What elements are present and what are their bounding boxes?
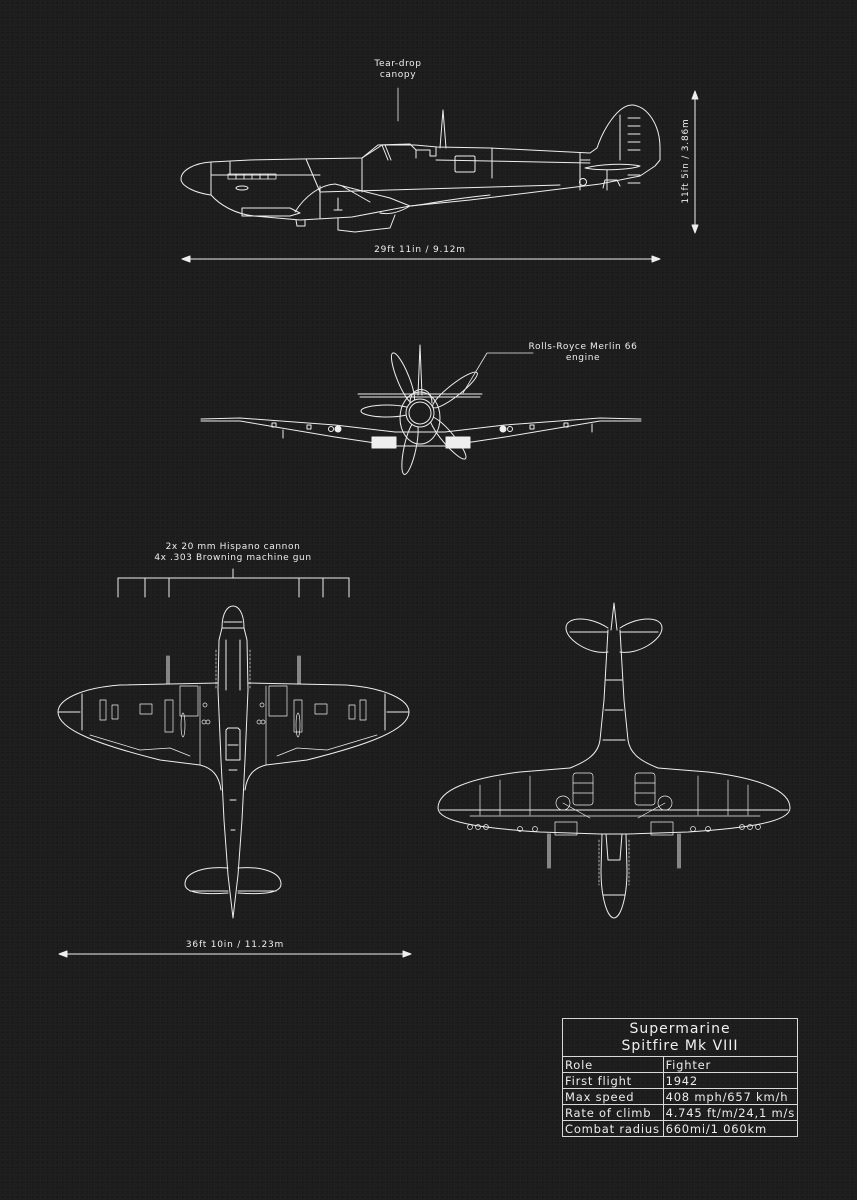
spec-table-title: Supermarine Spitfire Mk VIII (563, 1019, 797, 1057)
side-view-aircraft (181, 88, 660, 232)
spec-label: First flight (563, 1072, 664, 1089)
spec-label: Role (563, 1057, 664, 1073)
canopy-annotation-line1: Tear-drop (374, 59, 422, 69)
spec-value: 1942 (663, 1072, 797, 1089)
height-dimension-arrow (692, 91, 698, 233)
bottom-view-aircraft (438, 603, 790, 918)
canopy-annotation: Tear-drop canopy (358, 59, 438, 81)
engine-annotation: Rolls-Royce Merlin 66 engine (518, 342, 648, 364)
top-view-aircraft (58, 606, 409, 918)
aircraft-model: Spitfire Mk VIII (621, 1038, 739, 1054)
canopy-annotation-line2: canopy (379, 70, 417, 80)
armament-annotation-line2: 4x .303 Browning machine gun (154, 553, 312, 563)
engine-annotation-line2: engine (565, 353, 601, 363)
spec-rows: Role Fighter First flight 1942 Max speed… (563, 1057, 797, 1136)
armament-bracket (118, 569, 349, 597)
armament-annotation: 2x 20 mm Hispano cannon 4x .303 Browning… (133, 542, 333, 564)
spec-row-role: Role Fighter (563, 1057, 797, 1073)
spec-value: 4.745 ft/m/24,1 m/s (663, 1104, 797, 1121)
wingspan-dimension-label: 36ft 10in / 11.23m (185, 940, 285, 950)
spec-row-first-flight: First flight 1942 (563, 1072, 797, 1089)
spec-row-max-speed: Max speed 408 mph/657 km/h (563, 1088, 797, 1105)
length-dimension-arrow (182, 256, 660, 262)
spec-value: Fighter (665, 1057, 712, 1072)
height-dimension-label: 11ft 5in / 3.86m (681, 118, 691, 204)
engine-annotation-line1: Rolls-Royce Merlin 66 (528, 342, 638, 352)
spec-row-combat-radius: Combat radius 660mi/1 060km (563, 1120, 797, 1136)
spec-label: Max speed (563, 1088, 664, 1105)
wingspan-dimension-arrow (59, 951, 411, 957)
spec-value: 660mi/1 060km (663, 1120, 797, 1136)
aircraft-manufacturer: Supermarine (629, 1021, 731, 1037)
armament-annotation-line1: 2x 20 mm Hispano cannon (165, 542, 301, 552)
length-dimension-label: 29ft 11in / 9.12m (374, 245, 466, 255)
spec-value: 408 mph/657 km/h (663, 1088, 797, 1105)
spec-label: Combat radius (563, 1120, 664, 1136)
spec-row-rate-of-climb: Rate of climb 4.745 ft/m/24,1 m/s (563, 1104, 797, 1121)
front-view-aircraft (201, 345, 641, 476)
spec-label: Rate of climb (563, 1104, 664, 1121)
spec-table: Supermarine Spitfire Mk VIII Role Fighte… (562, 1018, 798, 1137)
